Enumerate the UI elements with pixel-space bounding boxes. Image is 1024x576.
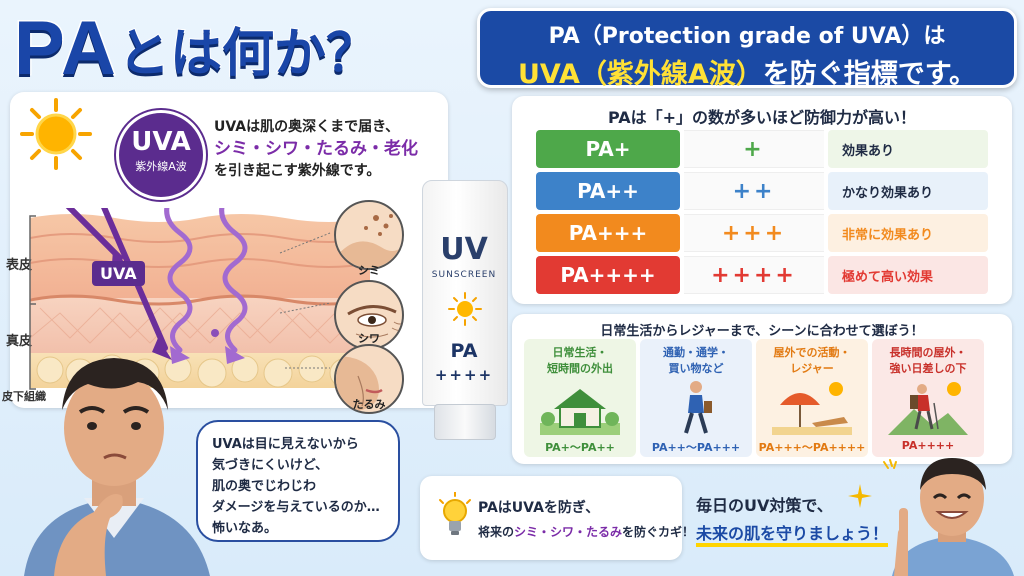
closing-line1: 毎日のUV対策で、 — [696, 496, 833, 515]
scene-title-line1: 長時間の屋外・ — [889, 346, 967, 359]
scene-pa-range: PA+++〜PA++++ — [758, 441, 866, 454]
scene-title-line2: 強い日差しの下 — [889, 362, 967, 375]
description-highlight: シミ・シワ・たるみ・老化 — [214, 139, 418, 159]
banner-line2: UVA（紫外線A波）を防ぐ指標です。 — [480, 52, 1014, 91]
scene-title-line2: 短時間の外出 — [547, 362, 613, 375]
pa-row: PA++++かなり効果あり — [536, 172, 988, 210]
pa-level-label: PA++++ — [536, 256, 680, 294]
banner-rest: を防ぐ指標です。 — [762, 59, 977, 90]
tip-line1: PAはUVAを防ぎ、 — [478, 500, 600, 516]
bubble-line4: ダメージを与えているのか… — [212, 500, 380, 515]
zoom-sagging — [334, 344, 404, 414]
pa-effect-text: 非常に効果あり — [828, 214, 988, 252]
worried-man-illustration — [24, 358, 210, 576]
tube-subtitle: SUNSCREEN — [431, 270, 497, 280]
pa-plus-marks: +++ — [684, 214, 824, 252]
bubble-line5: 怖いなあ。 — [212, 521, 278, 536]
pa-level-label: PA+++ — [536, 214, 680, 252]
uva-description: UVAは肌の奥深くまで届き、 シミ・シワ・たるみ・老化 を引き起こす紫外線です。 — [214, 116, 442, 182]
pa-effect-text: 効果あり — [828, 130, 988, 168]
scene-pa-range: PA+〜PA++ — [545, 441, 615, 454]
scene-title-line2: レジャー — [790, 362, 834, 375]
scene-card: 通勤・通学・買い物など PA++〜PA+++ — [640, 339, 752, 457]
scene-title: 通勤・通学・買い物など — [640, 345, 752, 377]
tip-text: PAはUVAを防ぎ、 将来のシミ・シワ・たるみを防ぐカギ！ — [478, 496, 694, 544]
closing-line2: 未来の肌を守りましょう！ — [696, 524, 889, 547]
wrinkles-eye-icon — [347, 305, 402, 338]
pa-level-label: PA+ — [536, 130, 680, 168]
effect-label-wrinkles: シワ — [358, 332, 380, 345]
scene-title-line2: 買い物など — [668, 362, 724, 375]
pa-table-header: PAは「+」の数が多いほど防御力が高い！ — [607, 108, 917, 127]
worry-speech-bubble: UVAは目に見えないから 気づきにくいけど、 肌の奥でじわじわ ダメージを与えて… — [196, 420, 400, 542]
scene-pa-range: PA++++ — [901, 439, 955, 452]
tip-line2-highlight: シミ・シワ・たるみ — [514, 525, 623, 539]
zoom-wrinkles — [334, 280, 404, 350]
pa-row: PA++効果あり — [536, 130, 988, 168]
lightbulb-icon — [439, 492, 471, 535]
layer-bracket-icon — [29, 215, 36, 390]
bubble-line3: 肌の奥でじわじわ — [212, 479, 317, 494]
sunscreen-tube: UV SUNSCREEN PA ++++ — [414, 180, 514, 440]
scene-card: 日常生活・短時間の外出 PA+〜PA++ — [524, 339, 636, 457]
tip-line2-pre: 将来の — [478, 525, 515, 539]
tube-plus: ++++ — [434, 366, 494, 384]
banner-highlight: UVA（紫外線A波） — [517, 59, 763, 90]
scene-title: 長時間の屋外・強い日差しの下 — [872, 345, 984, 377]
definition-banner: PA（Protection grade of UVA）は UVA（紫外線A波）を… — [477, 8, 1017, 91]
title-pa: PA — [13, 4, 118, 92]
tip-line2: 将来のシミ・シワ・たるみを防ぐカギ！ — [478, 520, 694, 544]
layer-label-epidermis: 表皮 — [6, 258, 33, 273]
tube-brand: UV — [440, 232, 488, 267]
sun-icon — [20, 98, 92, 170]
pa-level-label: PA++ — [536, 172, 680, 210]
scene-card: 長時間の屋外・強い日差しの下 PA++++ — [872, 339, 984, 457]
scene-pa-range: PA++〜PA+++ — [651, 441, 741, 454]
uva-badge: UVA 紫外線A波 — [116, 110, 206, 200]
sparkle-lines-icon — [880, 458, 900, 478]
title-rest: とは何か？ — [117, 23, 379, 85]
tube-body — [422, 180, 508, 406]
effect-label-sagging: たるみ — [352, 398, 386, 411]
uva-badge-subtitle: 紫外線A波 — [135, 160, 187, 173]
scene-card: 屋外での活動・レジャー PA+++〜PA++++ — [756, 339, 868, 457]
sagging-face-icon — [336, 356, 383, 412]
sparkle-icon — [848, 484, 872, 508]
banner-line1: PA（Protection grade of UVA）は — [548, 24, 946, 49]
tube-pa: PA — [450, 340, 478, 362]
spots-face-icon — [336, 214, 402, 268]
zoom-spots — [334, 200, 404, 270]
tube-cap — [434, 404, 496, 440]
effect-label-spots: シミ — [358, 264, 380, 277]
closing-message: 毎日のUV対策で、 未来の肌を守りましょう！ — [696, 492, 896, 548]
bubble-line2: 気づきにくいけど、 — [212, 458, 329, 473]
description-line1: UVAは肌の奥深くまで届き、 — [214, 119, 400, 135]
layer-label-subcutaneous: 皮下組織 — [2, 390, 46, 403]
tip-line2-post: を防ぐカギ！ — [622, 525, 695, 539]
scene-title: 日常生活・短時間の外出 — [524, 345, 636, 377]
layer-label-dermis: 真皮 — [6, 334, 33, 349]
pa-plus-marks: ++ — [684, 172, 824, 210]
scenes-header: 日常生活からレジャーまで、シーンに合わせて選ぼう！ — [600, 324, 924, 339]
page-title: PA とは何か？ — [13, 2, 472, 94]
scene-title-line1: 日常生活・ — [552, 346, 608, 359]
pa-row: PA++++++++極めて高い効果 — [536, 256, 988, 294]
bubble-line1: UVAは目に見えないから — [212, 437, 359, 452]
pa-plus-marks: ++++ — [684, 256, 824, 294]
scene-title-line1: 通勤・通学・ — [663, 346, 729, 359]
uva-badge-title: UVA — [131, 127, 191, 157]
scene-title: 屋外での活動・レジャー — [756, 345, 868, 377]
pa-effect-text: 極めて高い効果 — [828, 256, 988, 294]
uva-arrow-tag: UVA — [92, 261, 145, 286]
pa-row: PA++++++非常に効果あり — [536, 214, 988, 252]
pa-effect-text: かなり効果あり — [828, 172, 988, 210]
pa-plus-marks: + — [684, 130, 824, 168]
description-line3: を引き起こす紫外線です。 — [214, 163, 381, 179]
smiling-man-illustration — [892, 458, 1014, 576]
scene-title-line1: 屋外での活動・ — [773, 346, 851, 359]
tube-sun-icon — [448, 292, 482, 326]
